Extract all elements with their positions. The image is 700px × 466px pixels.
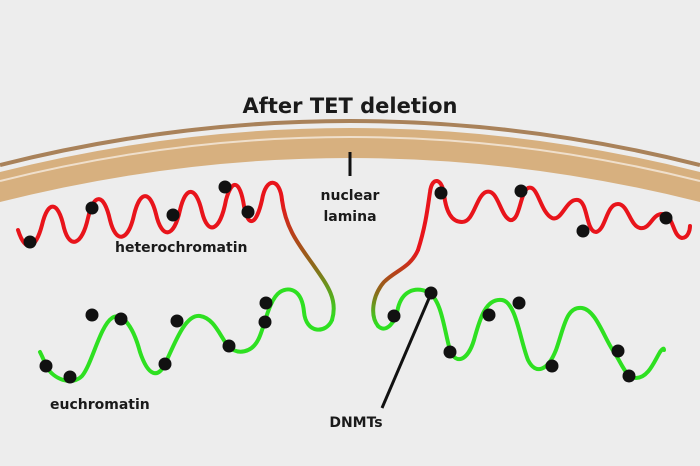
dnmt-dot [241, 205, 255, 219]
dnmts-pointer-line [380, 295, 432, 409]
nuclear-lamina-inner-edge [0, 136, 700, 182]
lamina-label-line1: nuclear [321, 188, 380, 204]
dnmt-dot [222, 339, 236, 353]
dnmt-dot [259, 296, 273, 310]
dnmt-dot [218, 180, 232, 194]
diagram-title: After TET deletion [243, 94, 458, 118]
nuclear-envelope-line [0, 119, 700, 167]
dnmt-dot [434, 186, 448, 200]
euchromatin-strand-left [38, 287, 334, 383]
heterochromatin-label: heterochromatin [115, 240, 247, 256]
dnmt-dot [514, 184, 528, 198]
transition-strand-right [371, 248, 420, 328]
dnmt-dot [85, 308, 99, 322]
dnmt-dot [424, 286, 438, 300]
transition-strand-left [280, 198, 336, 322]
heterochromatin-strand-left [16, 180, 284, 248]
heterochromatin-strand-right [416, 179, 692, 252]
lamina-label-line2: lamina [323, 209, 376, 225]
dnmt-dot [482, 308, 496, 322]
dnmt-dot [23, 235, 37, 249]
dnmt-dot [512, 296, 526, 310]
dnmt-dot [545, 359, 559, 373]
dnmt-dot [85, 201, 99, 215]
dnmt-dot [114, 312, 128, 326]
dnmt-dot [576, 224, 590, 238]
dnmt-dot [611, 344, 625, 358]
dnmts-label: DNMTs [329, 415, 382, 431]
dnmt-dot [166, 208, 180, 222]
dnmt-dot [158, 357, 172, 371]
dnmt-dot [443, 345, 457, 359]
nuclear-lamina-band [0, 128, 700, 202]
dnmt-dot [659, 211, 673, 225]
dnmt-dot [63, 370, 77, 384]
dnmt-dot [258, 315, 272, 329]
dnmt-dot [622, 369, 636, 383]
dnmt-dot [387, 309, 401, 323]
euchromatin-label: euchromatin [50, 397, 150, 413]
dnmt-dot [170, 314, 184, 328]
dnmt-dot [39, 359, 53, 373]
